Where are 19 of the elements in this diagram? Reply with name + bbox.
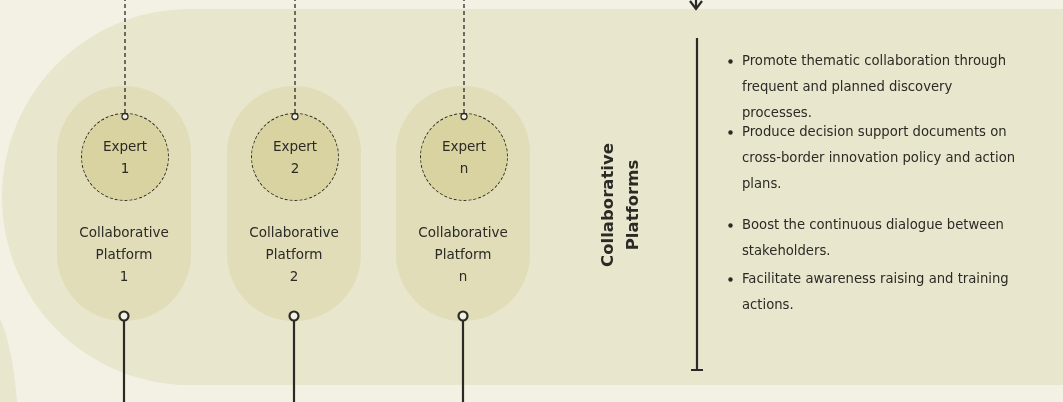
dashed-connector — [291, 0, 299, 121]
connector-line — [118, 310, 130, 402]
expert-label: Expert 1 — [102, 137, 148, 178]
expert-label: Expert 2 — [272, 137, 318, 178]
expert-label: Expert n — [441, 137, 487, 178]
bullet-text: Produce decision support documents on cross-border innovation policy and action plans. — [742, 123, 1017, 193]
bullet-text: Promote thematic collaboration through frequent and planned discovery processes. — [742, 52, 1008, 122]
platform-label: Collaborative Platform n — [418, 223, 508, 286]
platform-label: Collaborative Platform 1 — [79, 223, 169, 286]
platform-label: Collaborative Platform 2 — [249, 223, 339, 286]
connector-line — [457, 310, 469, 402]
dashed-connector — [121, 0, 129, 121]
platforms-band — [2, 9, 1063, 385]
dashed-connector — [460, 0, 468, 121]
connector-line — [688, 0, 704, 11]
connector-line — [288, 310, 300, 402]
bullet-text: Facilitate awareness raising and training actions. — [742, 270, 1010, 314]
section-heading: Collaborative Platforms — [597, 142, 643, 269]
bullet-text: Boost the continuous dialogue between stakeholders. — [742, 216, 1005, 260]
